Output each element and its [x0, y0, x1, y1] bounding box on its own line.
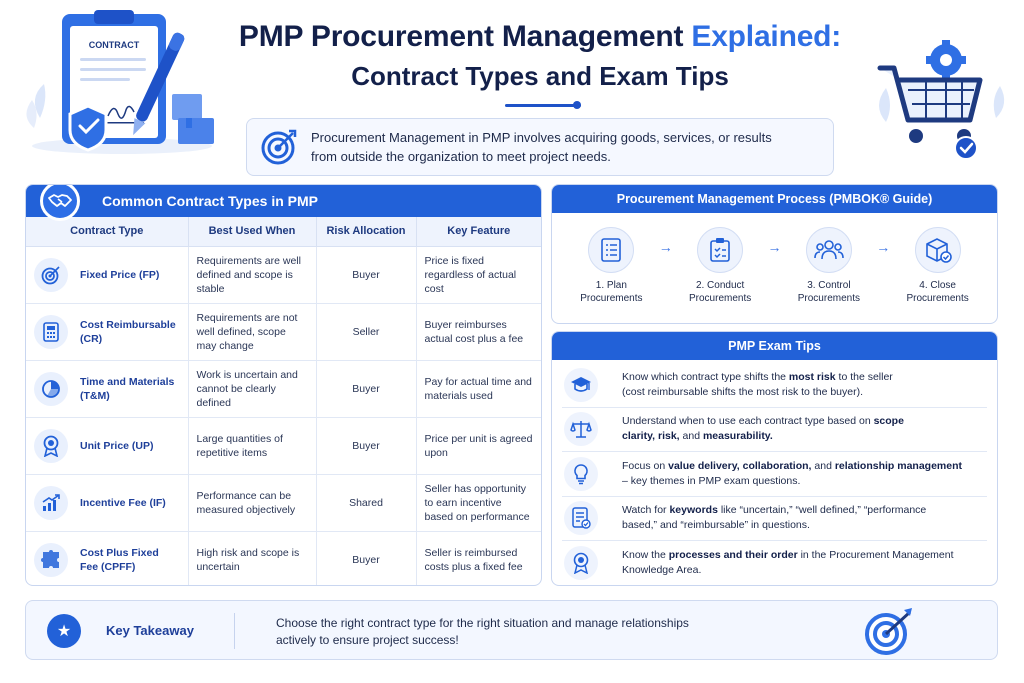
risk-allocation: Buyer [316, 246, 417, 304]
column-header: Best Used When [188, 217, 317, 247]
tip-text: Understand when to use each contract typ… [622, 415, 904, 443]
key-takeaway-title: Key Takeaway [106, 623, 194, 638]
table-row: Incentive Fee (IF) Performance can be me… [26, 474, 541, 532]
contract-type-name: Time and Materials (T&M) [80, 375, 175, 402]
table-header-row: Contract Type Best Used When Risk Alloca… [26, 217, 541, 247]
best-used-when: Requirements are well defined and scope … [188, 246, 317, 304]
lightbulb-icon [564, 456, 598, 491]
arrow-right-icon: → [767, 239, 782, 255]
process-panel: Procurement Management Process (PMBOK® G… [551, 184, 998, 324]
key-takeaway-box: ★ Key Takeaway Choose the right contract… [25, 600, 998, 660]
risk-allocation: Buyer [316, 531, 417, 585]
calculator-icon [34, 314, 68, 349]
page-subtitle: Contract Types and Exam Tips [351, 61, 729, 91]
contract-types-panel: Common Contract Types in PMP Contract Ty… [25, 184, 542, 586]
key-feature: Pay for actual time and materials used [416, 360, 541, 418]
gear-icon [926, 40, 966, 80]
growth-chart-icon [34, 485, 68, 520]
pie-chart-icon [34, 371, 68, 406]
page-title: PMP Procurement Management Explained: [238, 20, 842, 53]
tip-item: Focus on value delivery, collaboration, … [562, 452, 987, 497]
table-row: Fixed Price (FP) Requirements are well d… [26, 246, 541, 304]
arrow-right-icon: → [876, 239, 891, 255]
contract-types-table: Contract Type Best Used When Risk Alloca… [26, 217, 541, 585]
key-feature: Buyer reimburses actual cost plus a fee [416, 303, 541, 361]
arrow-right-icon: → [658, 239, 673, 255]
best-used-when: High risk and scope is uncertain [188, 531, 317, 585]
header: PMP Procurement Management Explained: Co… [200, 18, 880, 94]
intro-text: Procurement Management in PMP involves a… [311, 130, 772, 164]
contract-type-name: Fixed Price (FP) [80, 268, 160, 281]
risk-allocation: Shared [316, 474, 417, 532]
best-used-when: Large quantities of repetitive items [188, 417, 317, 475]
team-icon [805, 227, 852, 273]
puzzle-icon [34, 542, 68, 577]
tip-text: Focus on value delivery, collaboration, … [622, 459, 963, 487]
key-feature: Price is fixed regardless of actual cost [416, 246, 541, 304]
intro-box: Procurement Management in PMP involves a… [246, 118, 834, 176]
contract-illustration: CONTRACT [26, 10, 214, 154]
key-takeaway-text: Choose the right contract type for the r… [276, 616, 689, 647]
table-row: Unit Price (UP) Large quantities of repe… [26, 417, 541, 475]
table-row: Cost Plus Fixed Fee (CPFF) High risk and… [26, 531, 541, 585]
key-feature: Price per unit is agreed upon [416, 417, 541, 475]
best-used-when: Requirements are not well defined, scope… [188, 303, 317, 361]
exam-tips-panel: PMP Exam Tips Know which contract type s… [551, 331, 998, 586]
table-row: Cost Reimbursable (CR) Requirements are … [26, 303, 541, 361]
exam-tips-heading: PMP Exam Tips [552, 332, 997, 360]
cart-illustration [877, 40, 1005, 160]
key-feature: Seller is reimbursed costs plus a fixed … [424, 546, 523, 573]
star-icon: ★ [47, 614, 81, 648]
scales-icon [564, 412, 598, 447]
column-header: Contract Type [26, 217, 189, 247]
target-icon [34, 257, 68, 292]
contract-label: CONTRACT [89, 40, 140, 50]
award-ribbon-icon [34, 428, 68, 463]
title-divider [505, 104, 581, 107]
risk-allocation: Seller [316, 303, 417, 361]
risk-allocation: Buyer [316, 360, 417, 418]
contract-type-name: Cost Reimbursable (CR) [80, 318, 176, 345]
tip-item: Know the processes and their order in th… [562, 541, 987, 585]
tip-text: Know which contract type shifts the most… [622, 370, 893, 398]
column-header: Risk Allocation [316, 217, 417, 247]
handshake-icon [40, 185, 80, 221]
table-row: Time and Materials (T&M) Work is uncerta… [26, 360, 541, 418]
contract-type-name: Cost Plus Fixed Fee (CPFF) [80, 546, 159, 573]
contract-type-name: Unit Price (UP) [80, 439, 154, 452]
best-used-when: Performance can be measured objectively [188, 474, 317, 532]
checklist-icon [588, 227, 635, 273]
tip-item: Understand when to use each contract typ… [562, 408, 987, 452]
contract-types-heading: Common Contract Types in PMP [26, 185, 541, 217]
title-highlight: Explained: [691, 20, 842, 53]
title-divider-dot [573, 101, 581, 109]
target-icon [247, 118, 311, 176]
contract-type-name: Incentive Fee (IF) [80, 496, 166, 509]
document-check-icon [564, 501, 598, 536]
tip-text: Watch for keywords like “uncertain,” “we… [622, 504, 927, 532]
target-arrow-icon [865, 608, 912, 655]
tip-text: Know the processes and their order in th… [622, 549, 954, 577]
clipboard-icon [697, 227, 744, 273]
best-used-when: Work is uncertain and cannot be clearly … [188, 360, 317, 418]
medal-icon [564, 546, 598, 581]
risk-allocation: Buyer [316, 417, 417, 475]
divider [234, 613, 235, 649]
key-feature: Seller has opportunity to earn incentive… [416, 474, 541, 532]
process-heading: Procurement Management Process (PMBOK® G… [552, 185, 997, 213]
tip-item: Know which contract type shifts the most… [562, 363, 987, 408]
column-header: Key Feature [416, 217, 541, 247]
graduation-cap-icon [564, 367, 598, 402]
box-check-icon [914, 227, 961, 273]
tip-item: Watch for keywords like “uncertain,” “we… [562, 497, 987, 541]
